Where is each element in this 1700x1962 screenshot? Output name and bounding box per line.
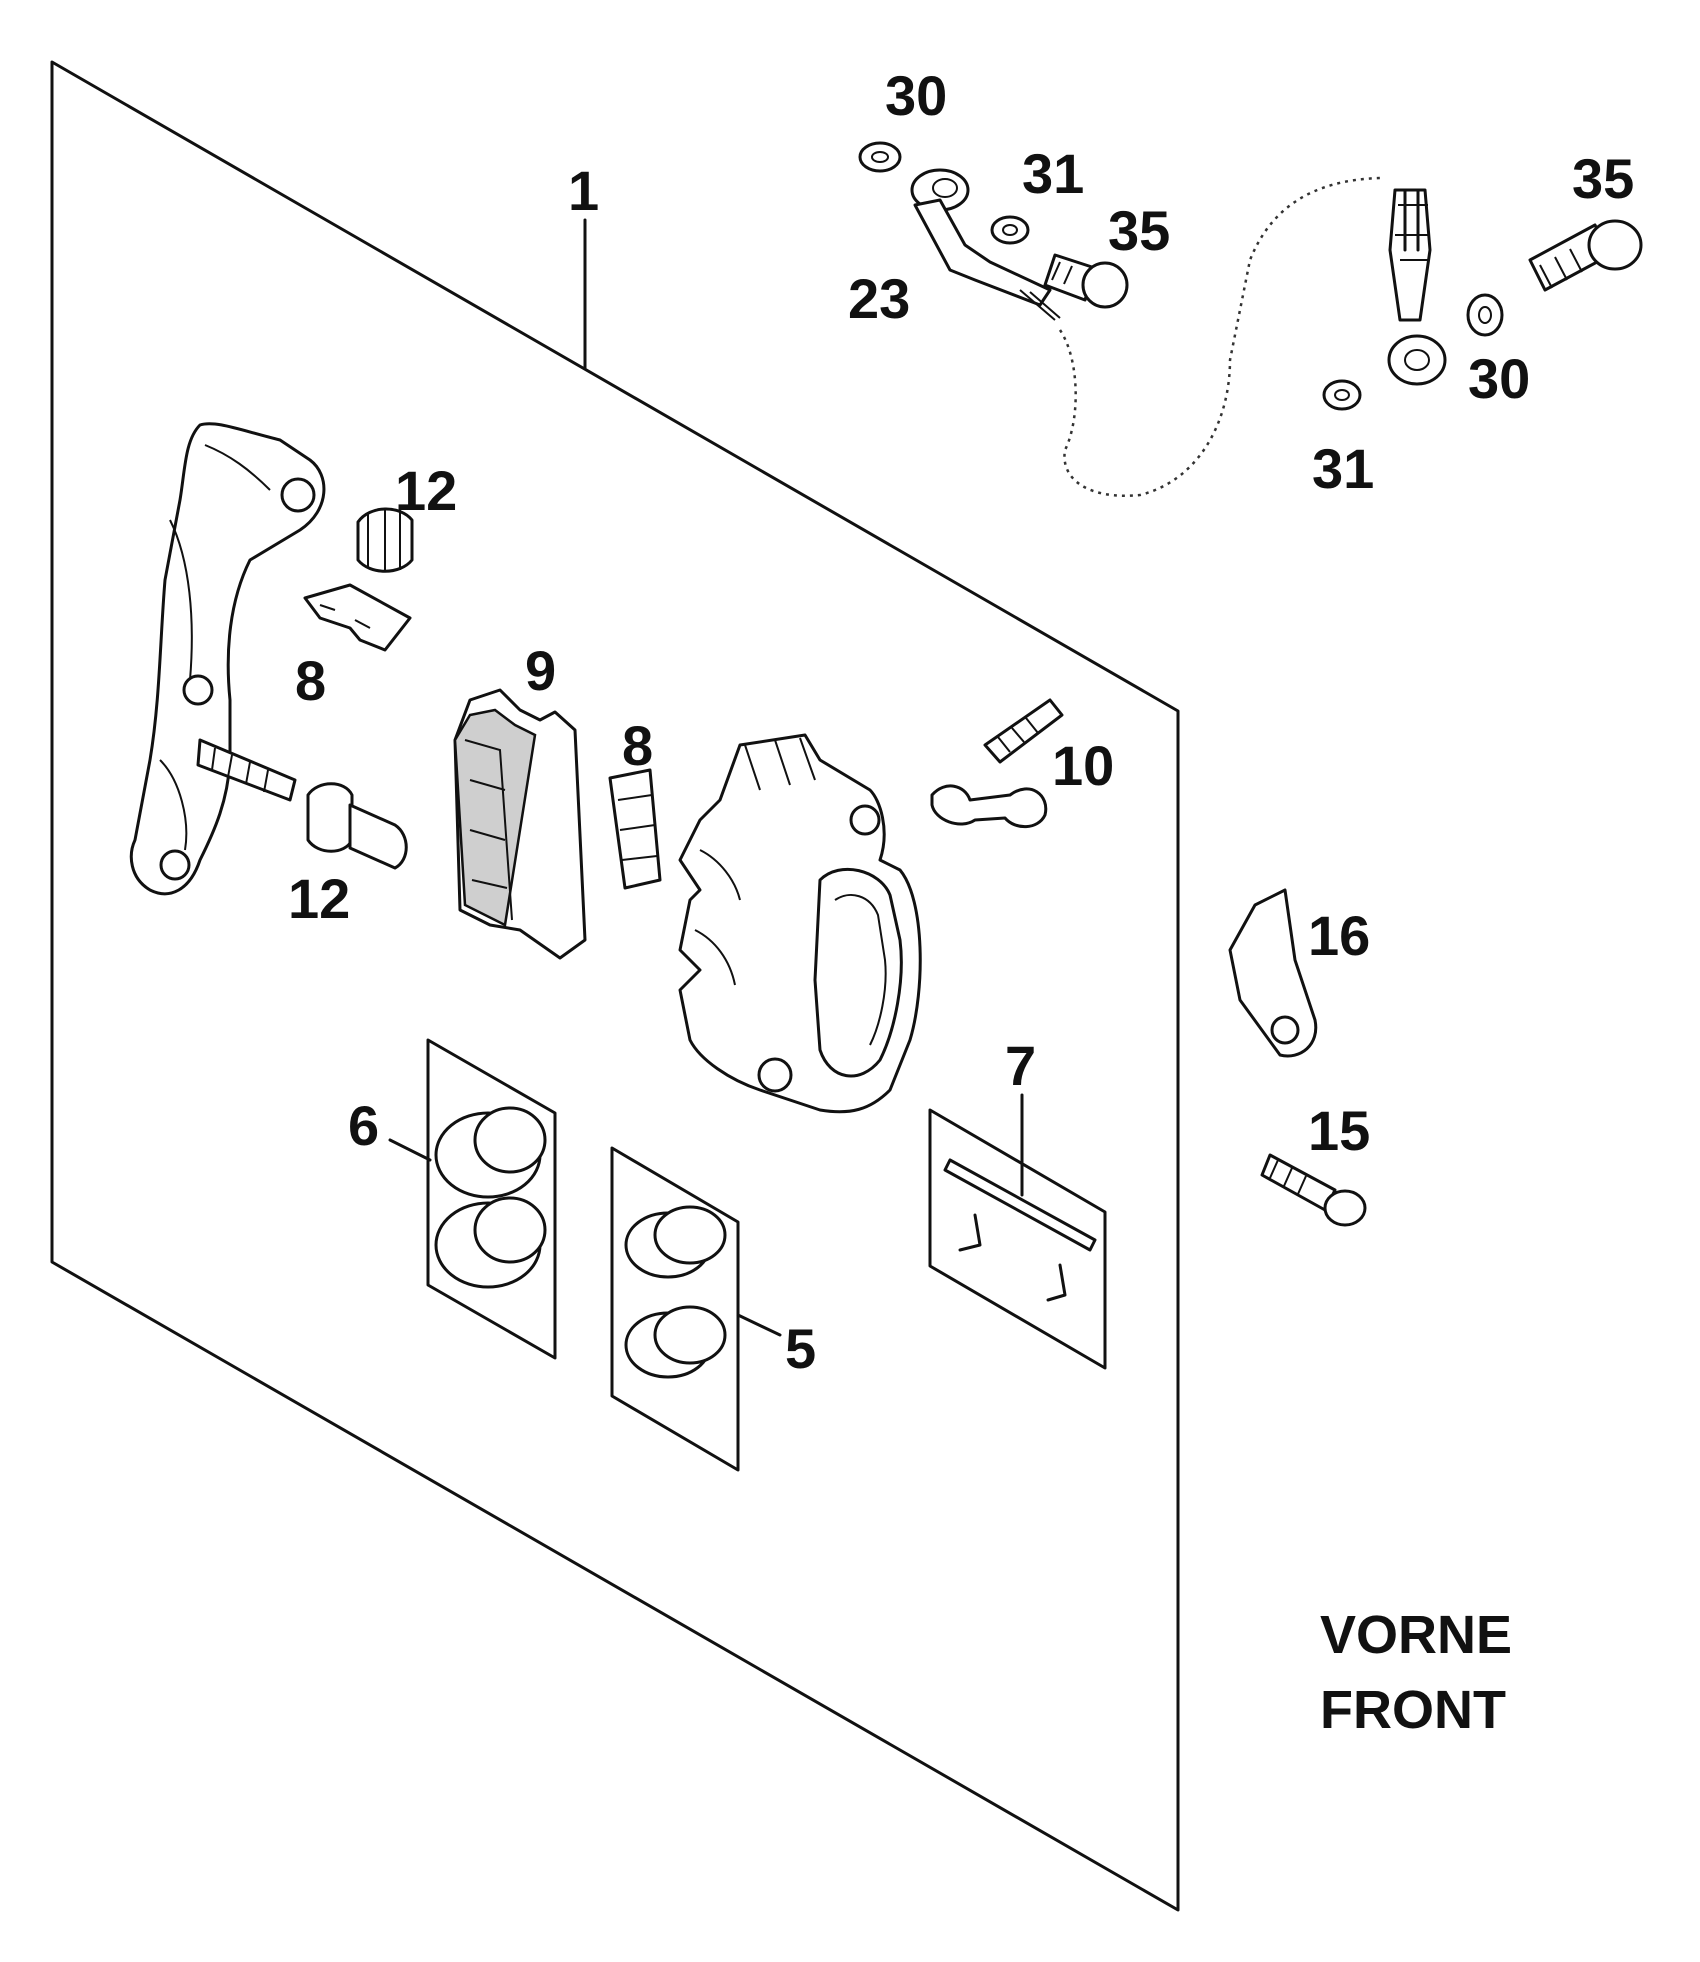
note-front: FRONT [1320, 1680, 1506, 1740]
part-5-seals [610, 1146, 782, 1472]
assembly-panel [50, 60, 1180, 1912]
note-vorne: VORNE [1320, 1605, 1512, 1665]
callout-10: 10 [1052, 734, 1114, 797]
part-6-pistons [388, 1038, 557, 1360]
part-12-guide-pin [306, 782, 408, 870]
callout-31-upper: 31 [1022, 142, 1084, 205]
callout-1: 1 [568, 159, 599, 222]
callout-8-lower: 8 [622, 714, 653, 777]
part-8-clip-upper [303, 583, 412, 652]
callout-31-lower: 31 [1312, 437, 1374, 500]
callout-6: 6 [348, 1094, 379, 1157]
callout-9: 9 [525, 639, 556, 702]
callout-23: 23 [848, 267, 910, 330]
part-7-pin-kit [928, 1093, 1107, 1370]
callout-12-upper: 12 [395, 459, 457, 522]
caliper-bracket [129, 422, 326, 896]
callout-30-upper: 30 [885, 64, 947, 127]
callout-16: 16 [1308, 904, 1370, 967]
callout-35-right: 35 [1572, 147, 1634, 210]
brake-line [858, 141, 1643, 498]
callout-5: 5 [785, 1317, 816, 1380]
part-12-boot [356, 507, 414, 573]
part-9-brake-pads [453, 688, 587, 960]
part-16-bracket [1228, 888, 1318, 1058]
part-15-bolt [1260, 1153, 1367, 1227]
callout-12-lower: 12 [288, 867, 350, 930]
callout-35-left: 35 [1108, 199, 1170, 262]
callout-7: 7 [1005, 1034, 1036, 1097]
callout-30-lower: 30 [1468, 347, 1530, 410]
callout-8-upper: 8 [295, 649, 326, 712]
part-10-bleeder [930, 698, 1064, 829]
caliper-body [678, 733, 922, 1114]
part-8-clip-lower [608, 768, 662, 890]
callout-15: 15 [1308, 1099, 1370, 1162]
